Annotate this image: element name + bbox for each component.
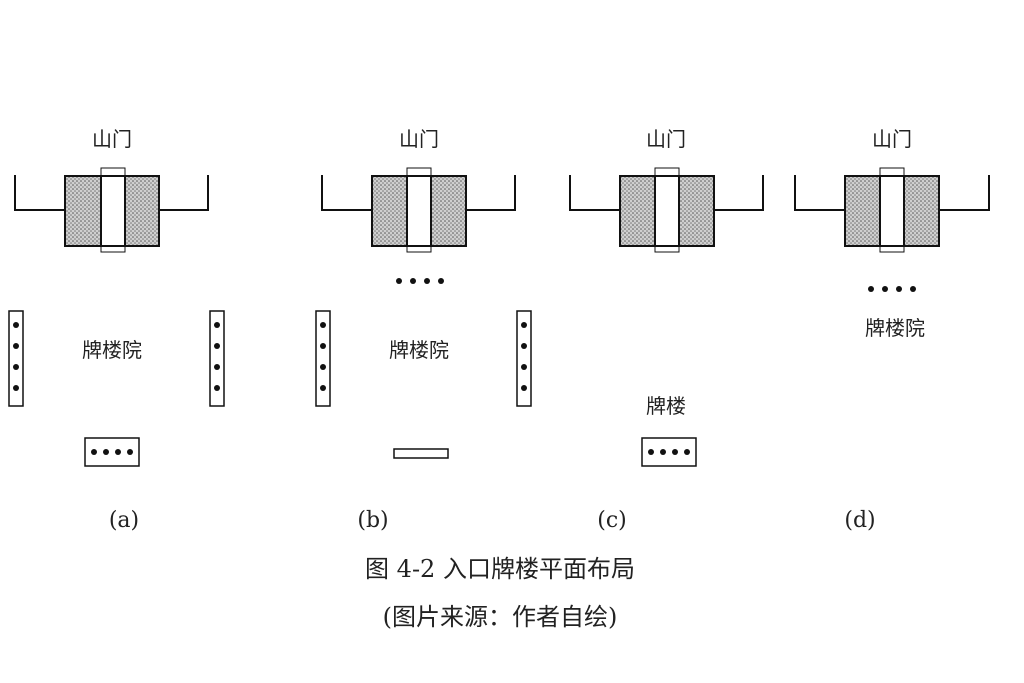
sub-label-b: (b) bbox=[357, 508, 388, 533]
front-paifang-a-pillars bbox=[91, 449, 133, 455]
wall-left-c bbox=[569, 175, 620, 211]
sub-label-d: (d) bbox=[844, 508, 875, 533]
gate-passage-b bbox=[406, 175, 432, 247]
gate-passage-c bbox=[654, 175, 680, 247]
gate-label-d: 山门 bbox=[872, 127, 912, 151]
wall-right-c bbox=[714, 175, 764, 211]
gate-label-b: 山门 bbox=[399, 127, 439, 151]
figure-caption-source: (图片来源：作者自绘) bbox=[383, 603, 618, 631]
side-paifang-left-b-pillars bbox=[320, 322, 326, 391]
yard-label-b: 牌楼院 bbox=[389, 338, 449, 362]
side-paifang-left-a bbox=[8, 310, 24, 407]
figure-caption-title: 图 4-2 入口牌楼平面布局 bbox=[365, 555, 635, 583]
wall-right-b bbox=[466, 175, 516, 211]
front-screen-wall-b bbox=[393, 448, 449, 459]
side-paifang-right-b-pillars bbox=[521, 322, 527, 391]
sub-label-c: (c) bbox=[597, 508, 627, 533]
wall-left-d bbox=[794, 175, 845, 211]
side-paifang-left-a-pillars bbox=[13, 322, 19, 391]
wall-left-a bbox=[14, 175, 65, 211]
gate-label-a: 山门 bbox=[92, 127, 132, 151]
yard-pillars-d bbox=[868, 286, 916, 292]
wall-right-d bbox=[939, 175, 990, 211]
side-paifang-right-a bbox=[209, 310, 225, 407]
gate-front-pillars-b bbox=[396, 278, 444, 284]
diagram-b: 山门 牌楼院 (b) bbox=[315, 127, 532, 533]
gate-label-c: 山门 bbox=[646, 127, 686, 151]
diagram-c: 山门 牌楼 (c) bbox=[569, 127, 764, 533]
diagram-d: 山门 牌楼院 (d) bbox=[794, 127, 990, 533]
side-paifang-right-a-pillars bbox=[214, 322, 220, 391]
yard-label-a: 牌楼院 bbox=[82, 338, 142, 362]
side-paifang-left-b bbox=[315, 310, 331, 407]
paifang-label-c: 牌楼 bbox=[646, 394, 686, 418]
diagram-a: 山门 牌楼院 (a) bbox=[8, 127, 225, 533]
wall-left-b bbox=[321, 175, 372, 211]
sub-label-a: (a) bbox=[109, 508, 139, 533]
wall-right-a bbox=[159, 175, 209, 211]
yard-label-d: 牌楼院 bbox=[865, 316, 925, 340]
side-paifang-right-b bbox=[516, 310, 532, 407]
gate-passage-a bbox=[100, 175, 126, 247]
gate-passage-d bbox=[879, 175, 905, 247]
front-paifang-c-pillars bbox=[648, 449, 690, 455]
